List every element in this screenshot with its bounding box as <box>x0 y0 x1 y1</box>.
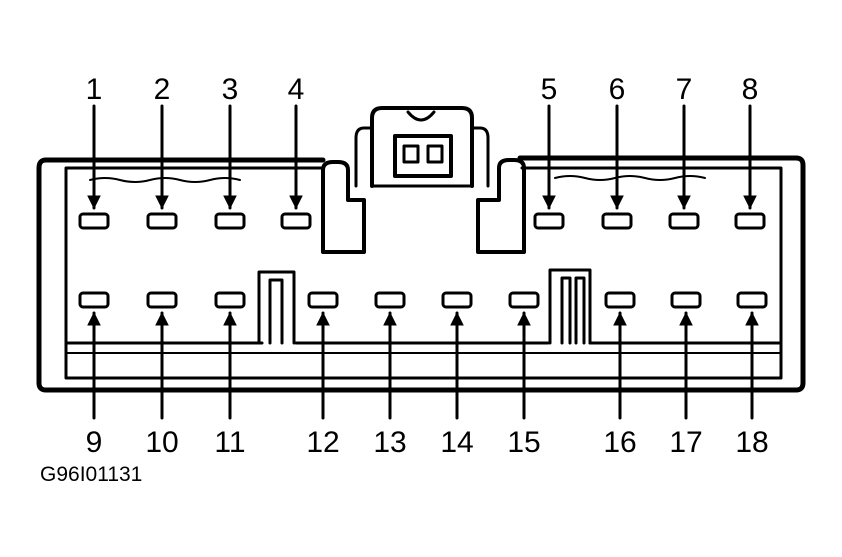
arrow-pin-6 <box>610 104 624 210</box>
pin-label-2: 2 <box>154 73 171 106</box>
arrow-pin-11 <box>223 311 237 420</box>
pin-cavity-13 <box>374 291 406 309</box>
pin-cavity-3 <box>214 212 246 230</box>
arrow-pin-7 <box>677 104 691 210</box>
locking-latch <box>321 106 526 254</box>
arrow-pin-17 <box>679 311 693 420</box>
pin-cavity-10 <box>146 291 178 309</box>
pin-label-12: 12 <box>306 426 339 459</box>
pin-cavity-6 <box>601 212 633 230</box>
pin-cavity-14 <box>441 291 473 309</box>
pin-arrows <box>87 104 759 420</box>
pin-label-11: 11 <box>214 426 245 459</box>
arrow-pin-18 <box>745 311 759 420</box>
pin-cavity-17 <box>670 291 702 309</box>
pin-cavity-18 <box>736 291 768 309</box>
arrow-pin-5 <box>542 104 556 210</box>
pin-label-15: 15 <box>507 426 540 459</box>
pin-label-7: 7 <box>676 73 693 106</box>
connector-housing <box>36 155 806 393</box>
arrow-pin-9 <box>87 311 101 420</box>
pin-cavity-4 <box>280 212 312 230</box>
arrow-pin-8 <box>743 104 757 210</box>
pin-cavity-12 <box>307 291 339 309</box>
polarizing-ribs <box>257 268 592 345</box>
arrow-pin-10 <box>155 311 169 420</box>
pin-label-5: 5 <box>541 73 558 106</box>
pin-label-10: 10 <box>145 426 178 459</box>
arrow-pin-13 <box>383 311 397 420</box>
pin-label-6: 6 <box>609 73 626 106</box>
pin-cavity-11 <box>214 291 246 309</box>
pin-cavity-5 <box>533 212 565 230</box>
arrow-pin-16 <box>613 311 627 420</box>
arrow-pin-1 <box>87 104 101 210</box>
pin-cavity-9 <box>78 291 110 309</box>
arrow-pin-2 <box>155 104 169 210</box>
pin-label-9: 9 <box>86 426 103 459</box>
pin-label-1: 1 <box>86 73 103 106</box>
pin-label-14: 14 <box>440 426 473 459</box>
pin-label-18: 18 <box>735 426 768 459</box>
pin-label-8: 8 <box>742 73 759 106</box>
pin-label-3: 3 <box>222 73 239 106</box>
arrow-pin-12 <box>316 311 330 420</box>
arrow-pin-3 <box>223 104 237 210</box>
pin-cavity-7 <box>668 212 700 230</box>
pin-cavity-2 <box>146 212 178 230</box>
pin-label-13: 13 <box>373 426 406 459</box>
figure-code: G96I01131 <box>40 463 142 486</box>
pin-cavities <box>78 212 768 309</box>
pin-cavity-15 <box>508 291 540 309</box>
arrow-pin-14 <box>450 311 464 420</box>
pin-label-17: 17 <box>669 426 702 459</box>
arrow-pin-4 <box>289 104 303 210</box>
pin-cavity-8 <box>734 212 766 230</box>
arrow-pin-15 <box>517 311 531 420</box>
pin-label-16: 16 <box>603 426 636 459</box>
pin-label-4: 4 <box>288 73 305 106</box>
pin-cavity-1 <box>78 212 110 230</box>
pin-cavity-16 <box>604 291 636 309</box>
